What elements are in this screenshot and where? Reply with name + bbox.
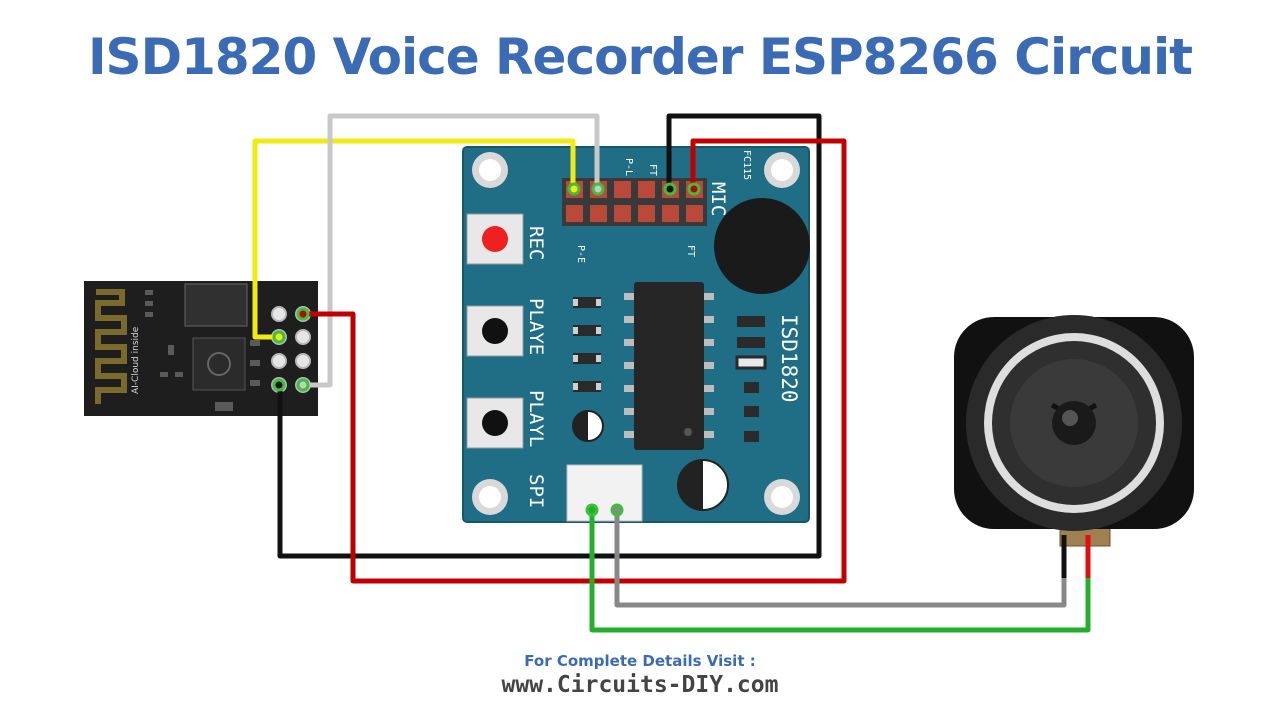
speaker-connector — [566, 464, 643, 522]
footer-url[interactable]: www.Circuits-DIY.com — [501, 672, 779, 698]
header-label-pl: P-L — [623, 158, 634, 176]
large-capacitor — [677, 459, 729, 511]
speaker — [954, 315, 1194, 547]
header-label-fc115: FC115 — [741, 150, 752, 180]
wire-endpoints — [272, 182, 701, 517]
wire-gray-speaker — [614, 510, 1067, 608]
wire-black-gnd — [277, 113, 822, 559]
mounting-hole — [764, 152, 800, 188]
small-capacitor — [572, 410, 604, 442]
smd-resistors-left — [573, 297, 601, 392]
playl-button[interactable] — [466, 397, 524, 449]
playe-button[interactable] — [466, 305, 524, 357]
isd1820-chip — [624, 282, 714, 450]
playe-label: PLAYE — [525, 298, 547, 355]
header-label-ft-bottom: FT — [685, 245, 696, 257]
wire-white — [303, 113, 600, 388]
header-label-ft-top: FT — [647, 164, 658, 176]
wire-red-vcc — [303, 138, 847, 584]
wire-green-speaker — [589, 510, 1091, 633]
isd1820-module: P-L FT FC115 P-E FT MIC REC PLAYE PLAYL … — [462, 146, 810, 523]
page-title: ISD1820 Voice Recorder ESP8266 Circuit — [87, 28, 1193, 86]
mounting-hole — [472, 479, 508, 515]
rec-button[interactable] — [466, 213, 524, 265]
footer-label: For Complete Details Visit : — [524, 652, 756, 670]
microphone — [714, 198, 810, 294]
smd-parts-right — [735, 316, 767, 442]
mounting-hole — [472, 152, 508, 188]
mounting-hole — [764, 479, 800, 515]
pin-header — [562, 178, 707, 226]
esp8266-module: AI-Cloud inside — [84, 281, 318, 416]
mic-label: MIC — [707, 182, 729, 216]
header-label-pe: P-E — [575, 245, 586, 263]
speaker-leads — [1061, 535, 1091, 578]
playl-label: PLAYL — [525, 390, 547, 447]
rec-label: REC — [525, 226, 547, 260]
ai-cloud-text: AI-Cloud inside — [131, 326, 141, 394]
wire-yellow — [252, 138, 576, 340]
spi-label: SPI — [525, 474, 547, 508]
module-name-label: ISD1820 — [777, 314, 801, 403]
